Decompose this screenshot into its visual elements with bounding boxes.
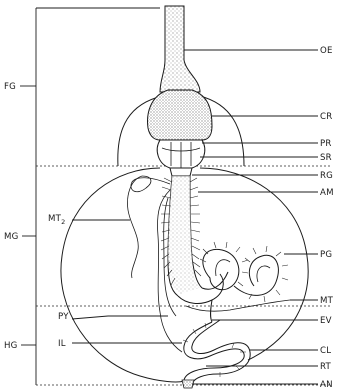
label-mt: MT: [320, 296, 334, 306]
malpighian-tubules: [128, 176, 290, 352]
proventriculus: [157, 140, 205, 168]
label-cl: CL: [320, 346, 331, 356]
label-sr: SR: [320, 153, 332, 163]
inner-leaders: [72, 220, 182, 343]
label-oe: OE: [320, 46, 333, 56]
midgut: [161, 168, 288, 303]
hindgut: [182, 300, 250, 388]
label-py: PY: [58, 312, 69, 322]
label-mg: MG: [4, 232, 18, 242]
crop: [148, 90, 212, 140]
label-il: IL: [58, 339, 66, 349]
label-pr: PR: [320, 139, 332, 149]
oesophagus: [160, 6, 200, 92]
label-mt2: MT2: [48, 214, 65, 226]
label-fg: FG: [4, 82, 16, 92]
label-rg: RG: [320, 171, 333, 181]
label-rt: RT: [320, 362, 332, 372]
label-hg: HG: [4, 341, 18, 351]
label-am: AM: [320, 188, 334, 198]
label-ev: EV: [320, 316, 332, 326]
label-an: AN: [320, 380, 333, 390]
label-pg: PG: [320, 250, 332, 260]
label-cr: CR: [320, 112, 332, 122]
